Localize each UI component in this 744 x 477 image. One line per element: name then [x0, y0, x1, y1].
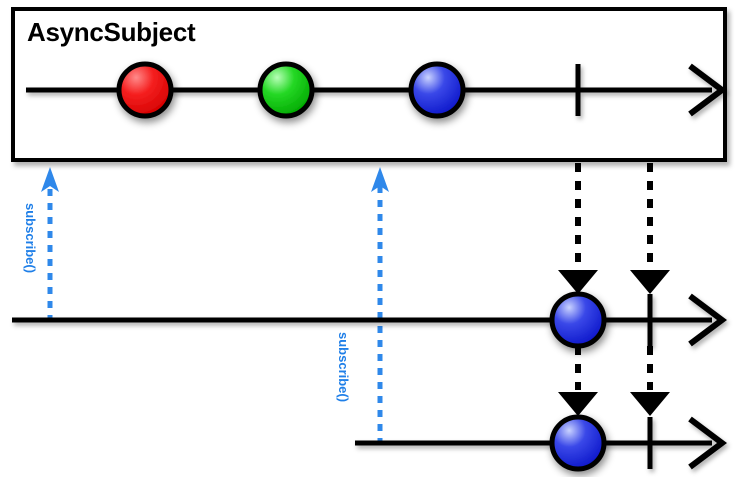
emission-arrow-value-2 — [558, 346, 598, 416]
marble-blue-source — [408, 61, 466, 119]
source-timeline-arrowhead — [688, 63, 727, 117]
marble-blue-output-1 — [549, 291, 607, 349]
subscribe-label-2: subscribe() — [336, 332, 351, 403]
marble-green — [257, 61, 315, 119]
emission-arrow-value-1 — [558, 163, 598, 294]
emission-arrow-complete-1-head — [630, 270, 670, 294]
emission-arrow-complete-2-head — [630, 392, 670, 416]
subscribe-arrow-1-head — [41, 167, 59, 192]
subscribe-label-1: subscribe() — [23, 203, 38, 274]
source-marbles — [116, 61, 466, 119]
marble-red — [116, 61, 174, 119]
emission-arrow-complete-2 — [630, 346, 670, 416]
emission-arrow-complete-1 — [630, 163, 670, 294]
emission-arrow-value-1-head — [558, 270, 598, 294]
page-title: AsyncSubject — [27, 17, 196, 47]
emission-arrow-value-2-head — [558, 392, 598, 416]
output-timeline-2 — [355, 414, 727, 472]
output-timeline-1 — [12, 291, 727, 349]
subscribe-arrow-1 — [41, 167, 59, 322]
subscribe-arrow-2 — [371, 167, 389, 445]
marble-blue-output-2 — [549, 414, 607, 472]
subscribe-arrow-2-head — [371, 167, 389, 192]
output-timeline-1-arrowhead — [688, 293, 727, 347]
output-timeline-2-arrowhead — [688, 416, 727, 470]
